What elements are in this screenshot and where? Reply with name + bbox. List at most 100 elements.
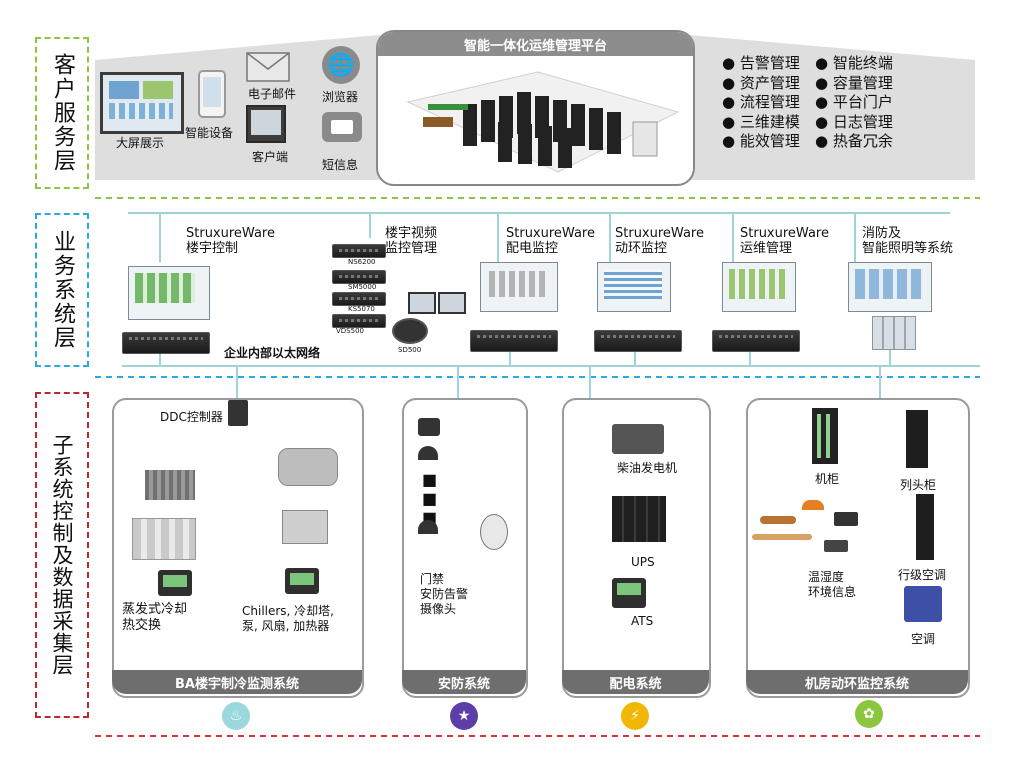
customer-banner-right bbox=[690, 35, 975, 180]
ellipsis-dots: ■■■ bbox=[420, 470, 439, 527]
feature-item: ● 平台门户 bbox=[815, 93, 893, 111]
power-title-bar: 配电系统 bbox=[562, 670, 709, 694]
ethernet-label: 企业内部以太网络 bbox=[224, 346, 321, 360]
ats-label: ATS bbox=[631, 614, 654, 628]
video-device-3 bbox=[332, 292, 386, 306]
bms-system-label: StruxureWare 楼宇控制 bbox=[186, 226, 275, 256]
dome-camera-icon bbox=[418, 520, 438, 534]
env-title: 机房动环监控系统 bbox=[804, 676, 909, 692]
ac-label: 空调 bbox=[911, 632, 936, 646]
plug-icon: ⚡ bbox=[621, 702, 649, 730]
chiller-unit bbox=[278, 448, 338, 486]
diesel-generator bbox=[612, 424, 664, 454]
feature-item: ● 能效管理 bbox=[722, 132, 800, 150]
smart-device-label: 智能设备 bbox=[185, 126, 234, 140]
security-title-bar: 安防系统 bbox=[402, 670, 526, 694]
security-panel bbox=[402, 398, 528, 698]
env-server bbox=[594, 330, 682, 352]
ops-system-label: StruxureWare 运维管理 bbox=[740, 226, 829, 256]
big-screen-label: 大屏展示 bbox=[116, 136, 165, 150]
data-center-3d-model bbox=[406, 71, 680, 173]
video-device-label: KS5070 bbox=[348, 305, 375, 313]
feature-item: ● 流程管理 bbox=[722, 93, 800, 111]
platform-title: 智能一体化运维管理平台 bbox=[463, 38, 607, 54]
rack-cabinet bbox=[812, 408, 838, 464]
thermometer-icon: ♨ bbox=[222, 702, 250, 730]
camera-dome-icon bbox=[392, 318, 428, 344]
desktop-computer-icon bbox=[246, 105, 286, 143]
bms-screen bbox=[128, 266, 210, 320]
email-label: 电子邮件 bbox=[248, 87, 297, 101]
leaf-icon: ✿ bbox=[855, 700, 883, 728]
feature-list-left: ● 告警管理 ● 资产管理 ● 流程管理 ● 三维建模 ● 能效管理 bbox=[722, 54, 800, 152]
ats-switch bbox=[612, 578, 646, 608]
bms-server bbox=[122, 332, 210, 354]
row-ac-label: 行级空调 bbox=[898, 568, 947, 582]
head-cabinet bbox=[906, 410, 928, 468]
video-device-4 bbox=[332, 314, 386, 328]
video-device-2 bbox=[332, 270, 386, 284]
sensor-cables bbox=[752, 500, 864, 558]
security-title: 安防系统 bbox=[437, 676, 490, 692]
security-devices-label: 门禁 安防告警 摄像头 bbox=[420, 572, 469, 616]
power-meter-2 bbox=[285, 568, 319, 594]
cabinet-label: 机柜 bbox=[815, 472, 840, 486]
platform-panel: 智能一体化运维管理平台 bbox=[376, 30, 695, 186]
cooling-unit-1 bbox=[145, 470, 195, 500]
camera-icon bbox=[418, 418, 440, 436]
video-monitor-1 bbox=[408, 292, 436, 314]
video-device-label: NS6200 bbox=[348, 258, 376, 266]
ups-label: UPS bbox=[631, 555, 655, 569]
power-meter-1 bbox=[158, 570, 192, 596]
video-device-label: SM5000 bbox=[348, 283, 377, 291]
customer-layer-label: 客户服务层 bbox=[35, 37, 89, 189]
customer-banner-left bbox=[95, 35, 380, 180]
fire-system-label: 消防及 智能照明等系统 bbox=[862, 226, 954, 256]
power-system-label: StruxureWare 配电监控 bbox=[506, 226, 595, 256]
smart-phone-icon bbox=[198, 70, 226, 118]
ops-server bbox=[712, 330, 800, 352]
video-dome-label: SD500 bbox=[398, 346, 422, 354]
feature-list-right: ● 智能终端 ● 容量管理 ● 平台门户 ● 日志管理 ● 热备冗余 bbox=[815, 54, 893, 152]
ops-screen bbox=[722, 262, 796, 312]
generator-label: 柴油发电机 bbox=[617, 461, 678, 475]
business-layer-label: 业务系统层 bbox=[35, 213, 89, 367]
cooling-unit-2 bbox=[132, 518, 196, 560]
temp-label: 温湿度 环境信息 bbox=[808, 570, 857, 599]
env-title-bar: 机房动环监控系统 bbox=[746, 670, 968, 694]
video-monitor-2 bbox=[438, 292, 466, 314]
row-ac-unit bbox=[916, 494, 934, 560]
feature-item: ● 三维建模 bbox=[722, 112, 800, 131]
platform-title-bar: 智能一体化运维管理平台 bbox=[378, 32, 693, 56]
power-server bbox=[470, 330, 558, 352]
browser-label: 浏览器 bbox=[322, 90, 359, 104]
ba-title: BA楼宇制冷监测系统 bbox=[175, 676, 299, 692]
ups-cabinet bbox=[612, 496, 666, 542]
feature-item: ● 资产管理 bbox=[722, 73, 800, 92]
head-cabinet-label: 列头柜 bbox=[900, 478, 937, 492]
dome-camera-icon bbox=[418, 446, 438, 460]
feature-item: ● 告警管理 bbox=[722, 54, 800, 72]
fire-screen bbox=[848, 262, 932, 312]
ac-unit bbox=[904, 586, 942, 622]
globe-icon: 🌐 bbox=[322, 46, 360, 84]
ddc-label: DDC控制器 bbox=[160, 410, 223, 424]
chat-bubble-icon bbox=[322, 112, 362, 142]
cooling-tower bbox=[282, 510, 328, 544]
env-system-label: StruxureWare 动环监控 bbox=[615, 226, 704, 256]
video-device-label: VDS500 bbox=[336, 327, 364, 335]
ba-title-bar: BA楼宇制冷监测系统 bbox=[112, 670, 362, 694]
big-screen-display bbox=[100, 72, 184, 134]
ddc-controller bbox=[228, 400, 248, 426]
evap-label: 蒸发式冷却 热交换 bbox=[122, 602, 188, 633]
subsystem-layer-label: 子系统控制及数据采集层 bbox=[35, 392, 89, 718]
running-person-icon: ★ bbox=[450, 702, 478, 730]
video-system-label: 楼宇视频 监控管理 bbox=[385, 226, 438, 256]
video-device-1 bbox=[332, 244, 386, 258]
chillers-label: Chillers, 冷却塔, 泵, 风扇, 加热器 bbox=[242, 604, 334, 633]
ptz-camera-icon bbox=[480, 514, 508, 550]
power-title: 配电系统 bbox=[609, 676, 662, 692]
client-label: 客户端 bbox=[252, 150, 289, 164]
feature-item: ● 容量管理 bbox=[815, 73, 893, 92]
